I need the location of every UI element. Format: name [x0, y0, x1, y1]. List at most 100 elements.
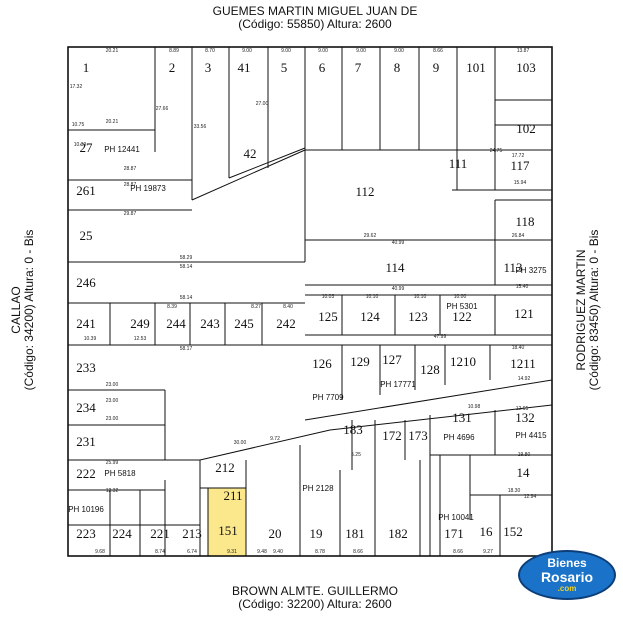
measurement-label: 29.62	[364, 233, 377, 239]
lot-number[interactable]: 117	[510, 158, 530, 173]
measurement-label: 25.99	[106, 460, 119, 466]
lot-number[interactable]: 122	[452, 309, 472, 324]
lot-number[interactable]: 42	[244, 146, 257, 161]
measurement-label: 30.00	[234, 440, 247, 446]
measurement-label: 33.56	[194, 124, 207, 130]
lot-number[interactable]: 211	[223, 488, 242, 503]
lot-number[interactable]: 224	[112, 526, 132, 541]
lot-number[interactable]: 129	[350, 354, 370, 369]
lot-number[interactable]: 16	[480, 524, 494, 539]
lot-number[interactable]: 14	[517, 465, 531, 480]
measurement-label: 6.74	[187, 549, 197, 555]
lot-number[interactable]: 111	[449, 156, 468, 171]
lot-number[interactable]: 27	[80, 140, 94, 155]
lot-number[interactable]: 242	[276, 316, 296, 331]
lot-number[interactable]: 183	[343, 422, 363, 437]
measurement-label: 20.21	[106, 48, 119, 54]
measurement-label: 8.78	[315, 549, 325, 555]
lot-number[interactable]: 19	[310, 526, 323, 541]
lot-number[interactable]: 128	[420, 362, 440, 377]
lot-number[interactable]: 113	[503, 260, 522, 275]
lot-number[interactable]: 3	[205, 60, 212, 75]
lot-number[interactable]: 101	[466, 60, 486, 75]
lot-number[interactable]: 172	[382, 428, 402, 443]
logo-line2: Rosario	[540, 569, 594, 585]
lot-number[interactable]: 9	[433, 60, 440, 75]
measurement-label: 17.32	[70, 84, 83, 90]
lot-number[interactable]: 241	[76, 316, 96, 331]
lot-number[interactable]: 249	[130, 316, 150, 331]
lot-number[interactable]: 221	[150, 526, 170, 541]
ph-label: PH 2128	[302, 484, 334, 493]
lot-number[interactable]: 213	[182, 526, 202, 541]
measurement-label: 47.99	[434, 334, 447, 340]
measurement-label: 9.40	[273, 549, 283, 555]
measurement-label: 23.00	[106, 382, 119, 388]
lot-number[interactable]: 103	[516, 60, 536, 75]
lot-number[interactable]: 1211	[510, 356, 536, 371]
lot-number[interactable]: 223	[76, 526, 96, 541]
lot-number[interactable]: 6	[319, 60, 326, 75]
lot-number[interactable]: 124	[360, 309, 380, 324]
lot-number[interactable]: 246	[76, 275, 96, 290]
lot-number[interactable]: 112	[355, 184, 374, 199]
lot-number[interactable]: 123	[408, 309, 428, 324]
street-name: BROWN ALMTE. GUILLERMO	[231, 584, 399, 598]
lot-number[interactable]: 132	[515, 410, 535, 425]
lot-number[interactable]: 126	[312, 356, 332, 371]
measurement-label: 8.74	[155, 549, 165, 555]
ph-label: PH 7709	[312, 393, 344, 402]
lot-number[interactable]: 121	[514, 306, 534, 321]
lot-number[interactable]: 212	[215, 460, 235, 475]
lot-number[interactable]: 243	[200, 316, 220, 331]
lot-number[interactable]: 1	[83, 60, 90, 75]
lot-number[interactable]: 261	[76, 183, 96, 198]
bienes-rosario-logo[interactable]: Bienes Rosario .com	[518, 550, 616, 600]
lot-number[interactable]: 171	[444, 526, 464, 541]
measurement-label: 23.00	[106, 398, 119, 404]
lot-number[interactable]: 1210	[450, 354, 476, 369]
logo-line3: .com	[557, 584, 577, 593]
measurement-label: 40.99	[392, 240, 405, 246]
lot-number[interactable]: 102	[516, 121, 536, 136]
measurement-label: 9.00	[356, 48, 366, 54]
lot-number[interactable]: 118	[515, 214, 534, 229]
measurement-label: 10.00	[454, 294, 467, 300]
lot-number[interactable]: 7	[355, 60, 362, 75]
lot-number[interactable]: 2	[169, 60, 176, 75]
measurement-label: 5.25	[351, 452, 361, 458]
lot-number[interactable]: 231	[76, 434, 96, 449]
lot-number[interactable]: 41	[238, 60, 251, 75]
lot-number[interactable]: 25	[80, 228, 93, 243]
measurement-label: 58.14	[180, 264, 193, 270]
lot-number[interactable]: 152	[503, 524, 523, 539]
lot-number[interactable]: 244	[166, 316, 186, 331]
measurement-label: 58.29	[180, 255, 193, 261]
lot-number[interactable]: 127	[382, 352, 402, 367]
lot-number[interactable]: 222	[76, 466, 96, 481]
lot-number[interactable]: 233	[76, 360, 96, 375]
measurement-label: 9.00	[281, 48, 291, 54]
measurement-label: 29.87	[124, 211, 137, 217]
lot-number[interactable]: 173	[408, 428, 428, 443]
lot-number[interactable]: 131	[452, 410, 472, 425]
lot-number[interactable]: 245	[234, 316, 254, 331]
ph-label: PH 17771	[380, 380, 416, 389]
lot-number[interactable]: 114	[385, 260, 405, 275]
measurement-label: 18.40	[512, 345, 525, 351]
lot-number[interactable]: 5	[281, 60, 288, 75]
lot-number[interactable]: 8	[394, 60, 401, 75]
lot-number[interactable]: 182	[388, 526, 408, 541]
lot-number[interactable]: 20	[269, 526, 282, 541]
lot-number[interactable]: 181	[345, 526, 365, 541]
measurement-label: 10.03	[322, 294, 335, 300]
lot-number[interactable]: 151	[218, 523, 238, 538]
measurement-label: 10.10	[414, 294, 427, 300]
ph-label: PH 12441	[104, 145, 140, 154]
lot-number[interactable]: 234	[76, 400, 96, 415]
highlighted-parcel[interactable]	[208, 488, 246, 556]
ph-label: PH 4415	[515, 431, 547, 440]
measurement-label: 20.21	[106, 119, 119, 125]
lot-number[interactable]: 125	[318, 309, 338, 324]
